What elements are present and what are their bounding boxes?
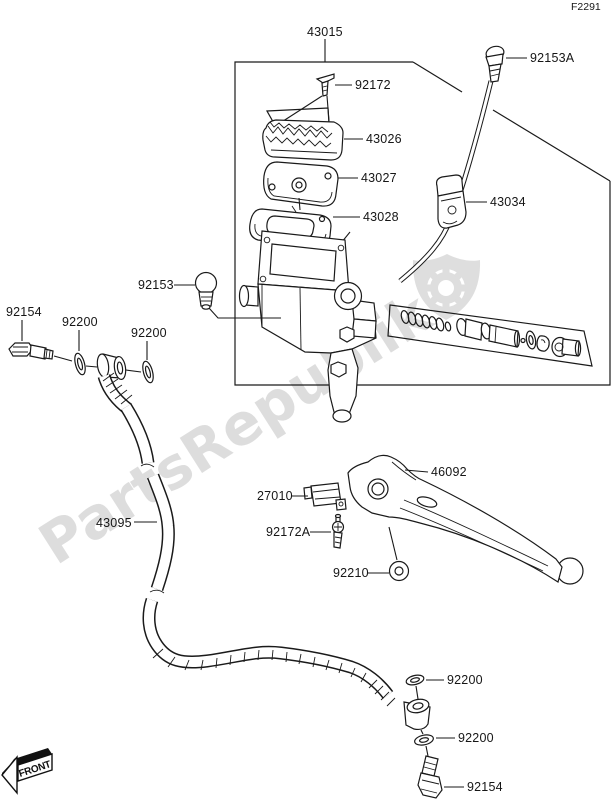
part-label-92200-d: 92200 <box>458 731 494 745</box>
part-label-27010: 27010 <box>257 489 293 503</box>
banjo-bolt-92154-top <box>8 342 73 362</box>
screw-92172a <box>331 513 345 549</box>
washer-92200-bottom2 <box>414 734 434 746</box>
part-labels: F2291 43015 92172 43026 43027 43028 9215… <box>6 1 601 794</box>
part-label-92154-top: 92154 <box>6 305 42 319</box>
washer-92200-left1 <box>74 352 86 376</box>
part-label-92210: 92210 <box>333 566 369 580</box>
clamp-43034 <box>435 174 467 229</box>
cap-43026 <box>262 107 344 161</box>
part-label-92200-b: 92200 <box>131 326 167 340</box>
kit-boot <box>551 336 582 358</box>
leader-lines <box>21 39 527 788</box>
watermark-logo-icon <box>412 254 481 320</box>
kit-washer <box>525 330 537 350</box>
hose-43095-drawing <box>97 372 431 731</box>
lid-43027 <box>263 161 339 213</box>
kit-spring <box>400 310 452 332</box>
bleeder-cap <box>485 45 505 83</box>
upper-banjo-group <box>8 342 154 384</box>
part-label-43026: 43026 <box>366 132 402 146</box>
part-label-92172a: 92172A <box>266 525 311 539</box>
part-label-92153a: 92153A <box>530 51 575 65</box>
master-cylinder-drawing <box>238 230 377 423</box>
bleeder-tube-drawing <box>398 45 505 283</box>
pivot-piece-92210 <box>388 560 410 582</box>
part-label-43034: 43034 <box>490 195 526 209</box>
hose-bottom-elbow <box>403 698 431 731</box>
part-label-43027: 43027 <box>361 171 397 185</box>
part-label-43095: 43095 <box>96 516 132 530</box>
washer-92200-left2 <box>142 360 154 384</box>
detail-box <box>234 61 611 386</box>
part-label-43015: 43015 <box>307 25 343 39</box>
part-label-92172: 92172 <box>355 78 391 92</box>
hose-top-elbow <box>96 353 142 381</box>
part-label-92154-bottom: 92154 <box>467 780 503 794</box>
banjo-bolt-92154-bottom <box>417 755 443 799</box>
lower-banjo-group <box>405 674 443 799</box>
part-label-43028: 43028 <box>363 210 399 224</box>
kit-cup-seal <box>536 335 550 352</box>
lever-drawing <box>303 454 584 585</box>
boot-92153 <box>194 271 281 319</box>
hose-ribs <box>152 648 396 707</box>
piston-kit-drawing <box>387 304 593 367</box>
part-label-92153: 92153 <box>138 278 174 292</box>
reservoir-cap-drawing <box>249 73 351 249</box>
switch-27010 <box>303 482 347 511</box>
kit-piston <box>456 318 526 348</box>
part-label-92200-a: 92200 <box>62 315 98 329</box>
part-label-46092: 46092 <box>431 465 467 479</box>
front-arrow: FRONT <box>1 748 53 795</box>
figure-code: F2291 <box>571 1 601 13</box>
washer-92200-bottom1 <box>405 674 425 686</box>
part-label-92200-c: 92200 <box>447 673 483 687</box>
screw-92172 <box>276 73 335 126</box>
